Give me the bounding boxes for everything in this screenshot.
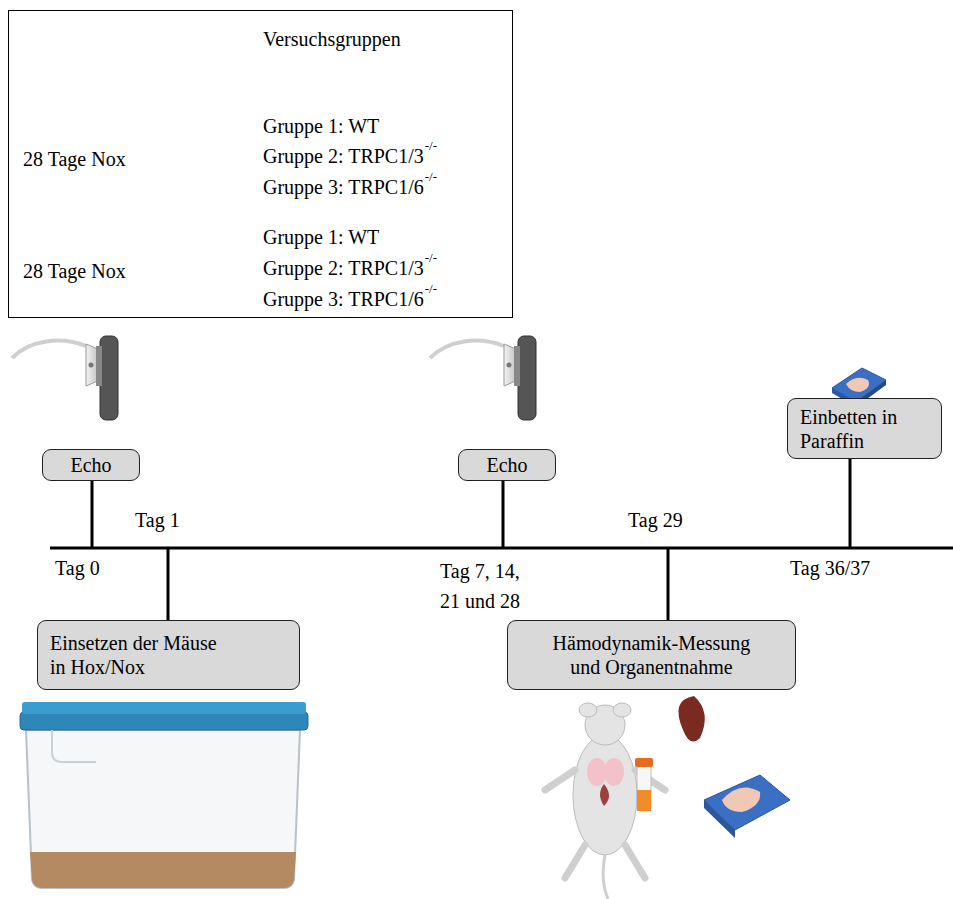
day-label: Tag 0 <box>55 556 100 580</box>
day-label: Tag 7, 14, 21 und 28 <box>440 556 540 616</box>
ultrasound-probe <box>12 336 118 420</box>
box-label: Einsetzen der Mäuse in Hox/Nox <box>50 631 225 679</box>
group-entry: Gruppe 1: WT <box>263 114 379 138</box>
day-label: Tag 29 <box>628 508 683 532</box>
box-label: Echo <box>486 453 527 477</box>
group-table: Versuchsgruppen28 Tage NoxGruppe 1: WTGr… <box>8 10 513 318</box>
duration-label: 28 Tage Nox <box>23 147 126 171</box>
superscript: -/- <box>425 282 437 296</box>
superscript: -/- <box>425 170 437 184</box>
process-box: Einsetzen der Mäuse in Hox/Nox <box>37 620 300 690</box>
superscript: -/- <box>425 139 437 153</box>
group-entry: Gruppe 1: WT <box>263 225 379 249</box>
timeline <box>50 459 953 620</box>
box-label: Einbetten in Paraffin <box>800 405 925 453</box>
box-label: Echo <box>70 453 111 477</box>
group-entry: Gruppe 3: TRPC1/6 <box>263 287 424 311</box>
box-label: Hämodynamik-Messung und Organentnahme <box>544 631 759 679</box>
group-entry: Gruppe 2: TRPC1/3 <box>263 144 424 168</box>
day-label: Tag 1 <box>135 508 180 532</box>
day-label: Tag 36/37 <box>790 556 870 580</box>
process-box: Echo <box>458 449 556 481</box>
superscript: -/- <box>425 251 437 265</box>
process-box: Echo <box>42 449 140 481</box>
process-box: Hämodynamik-Messung und Organentnahme <box>507 620 796 690</box>
mouse-cage <box>20 702 308 888</box>
group-entry: Gruppe 3: TRPC1/6 <box>263 175 424 199</box>
duration-label: 28 Tage Nox <box>23 259 126 283</box>
ultrasound-probe <box>430 336 536 420</box>
process-box: Einbetten in Paraffin <box>787 398 942 459</box>
mouse-dissection <box>545 696 790 899</box>
group-entry: Gruppe 2: TRPC1/3 <box>263 256 424 280</box>
group-heading: Versuchsgruppen <box>263 27 401 51</box>
